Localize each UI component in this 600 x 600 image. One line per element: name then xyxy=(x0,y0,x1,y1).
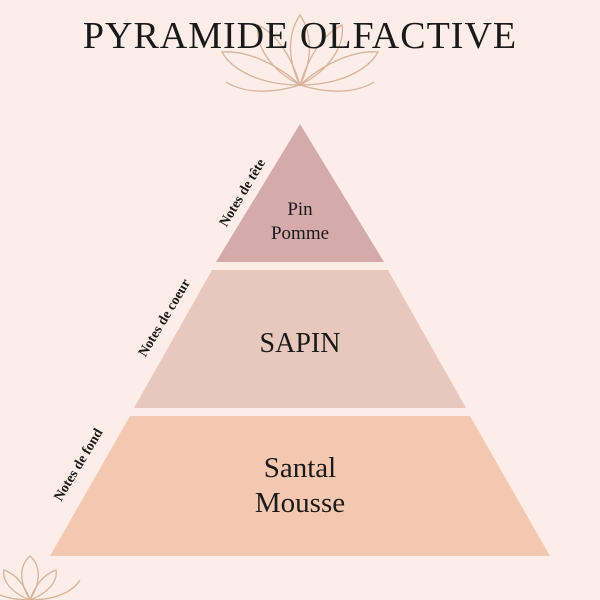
pyramid-tier-bottom xyxy=(50,416,550,556)
heart-note-1: SAPIN xyxy=(260,328,341,359)
base-note-2: Mousse xyxy=(255,487,345,519)
flower-outline-icon xyxy=(0,555,81,600)
top-note-2: Pomme xyxy=(271,223,329,244)
page-title: PYRAMIDE OLFACTIVE xyxy=(82,15,518,57)
pyramid-tier-top xyxy=(216,124,384,262)
top-note-1: Pin xyxy=(287,199,313,220)
pyramid-tier-middle xyxy=(134,270,466,408)
flower-outline-icon xyxy=(220,13,380,92)
base-note-1: Santal xyxy=(264,452,337,484)
